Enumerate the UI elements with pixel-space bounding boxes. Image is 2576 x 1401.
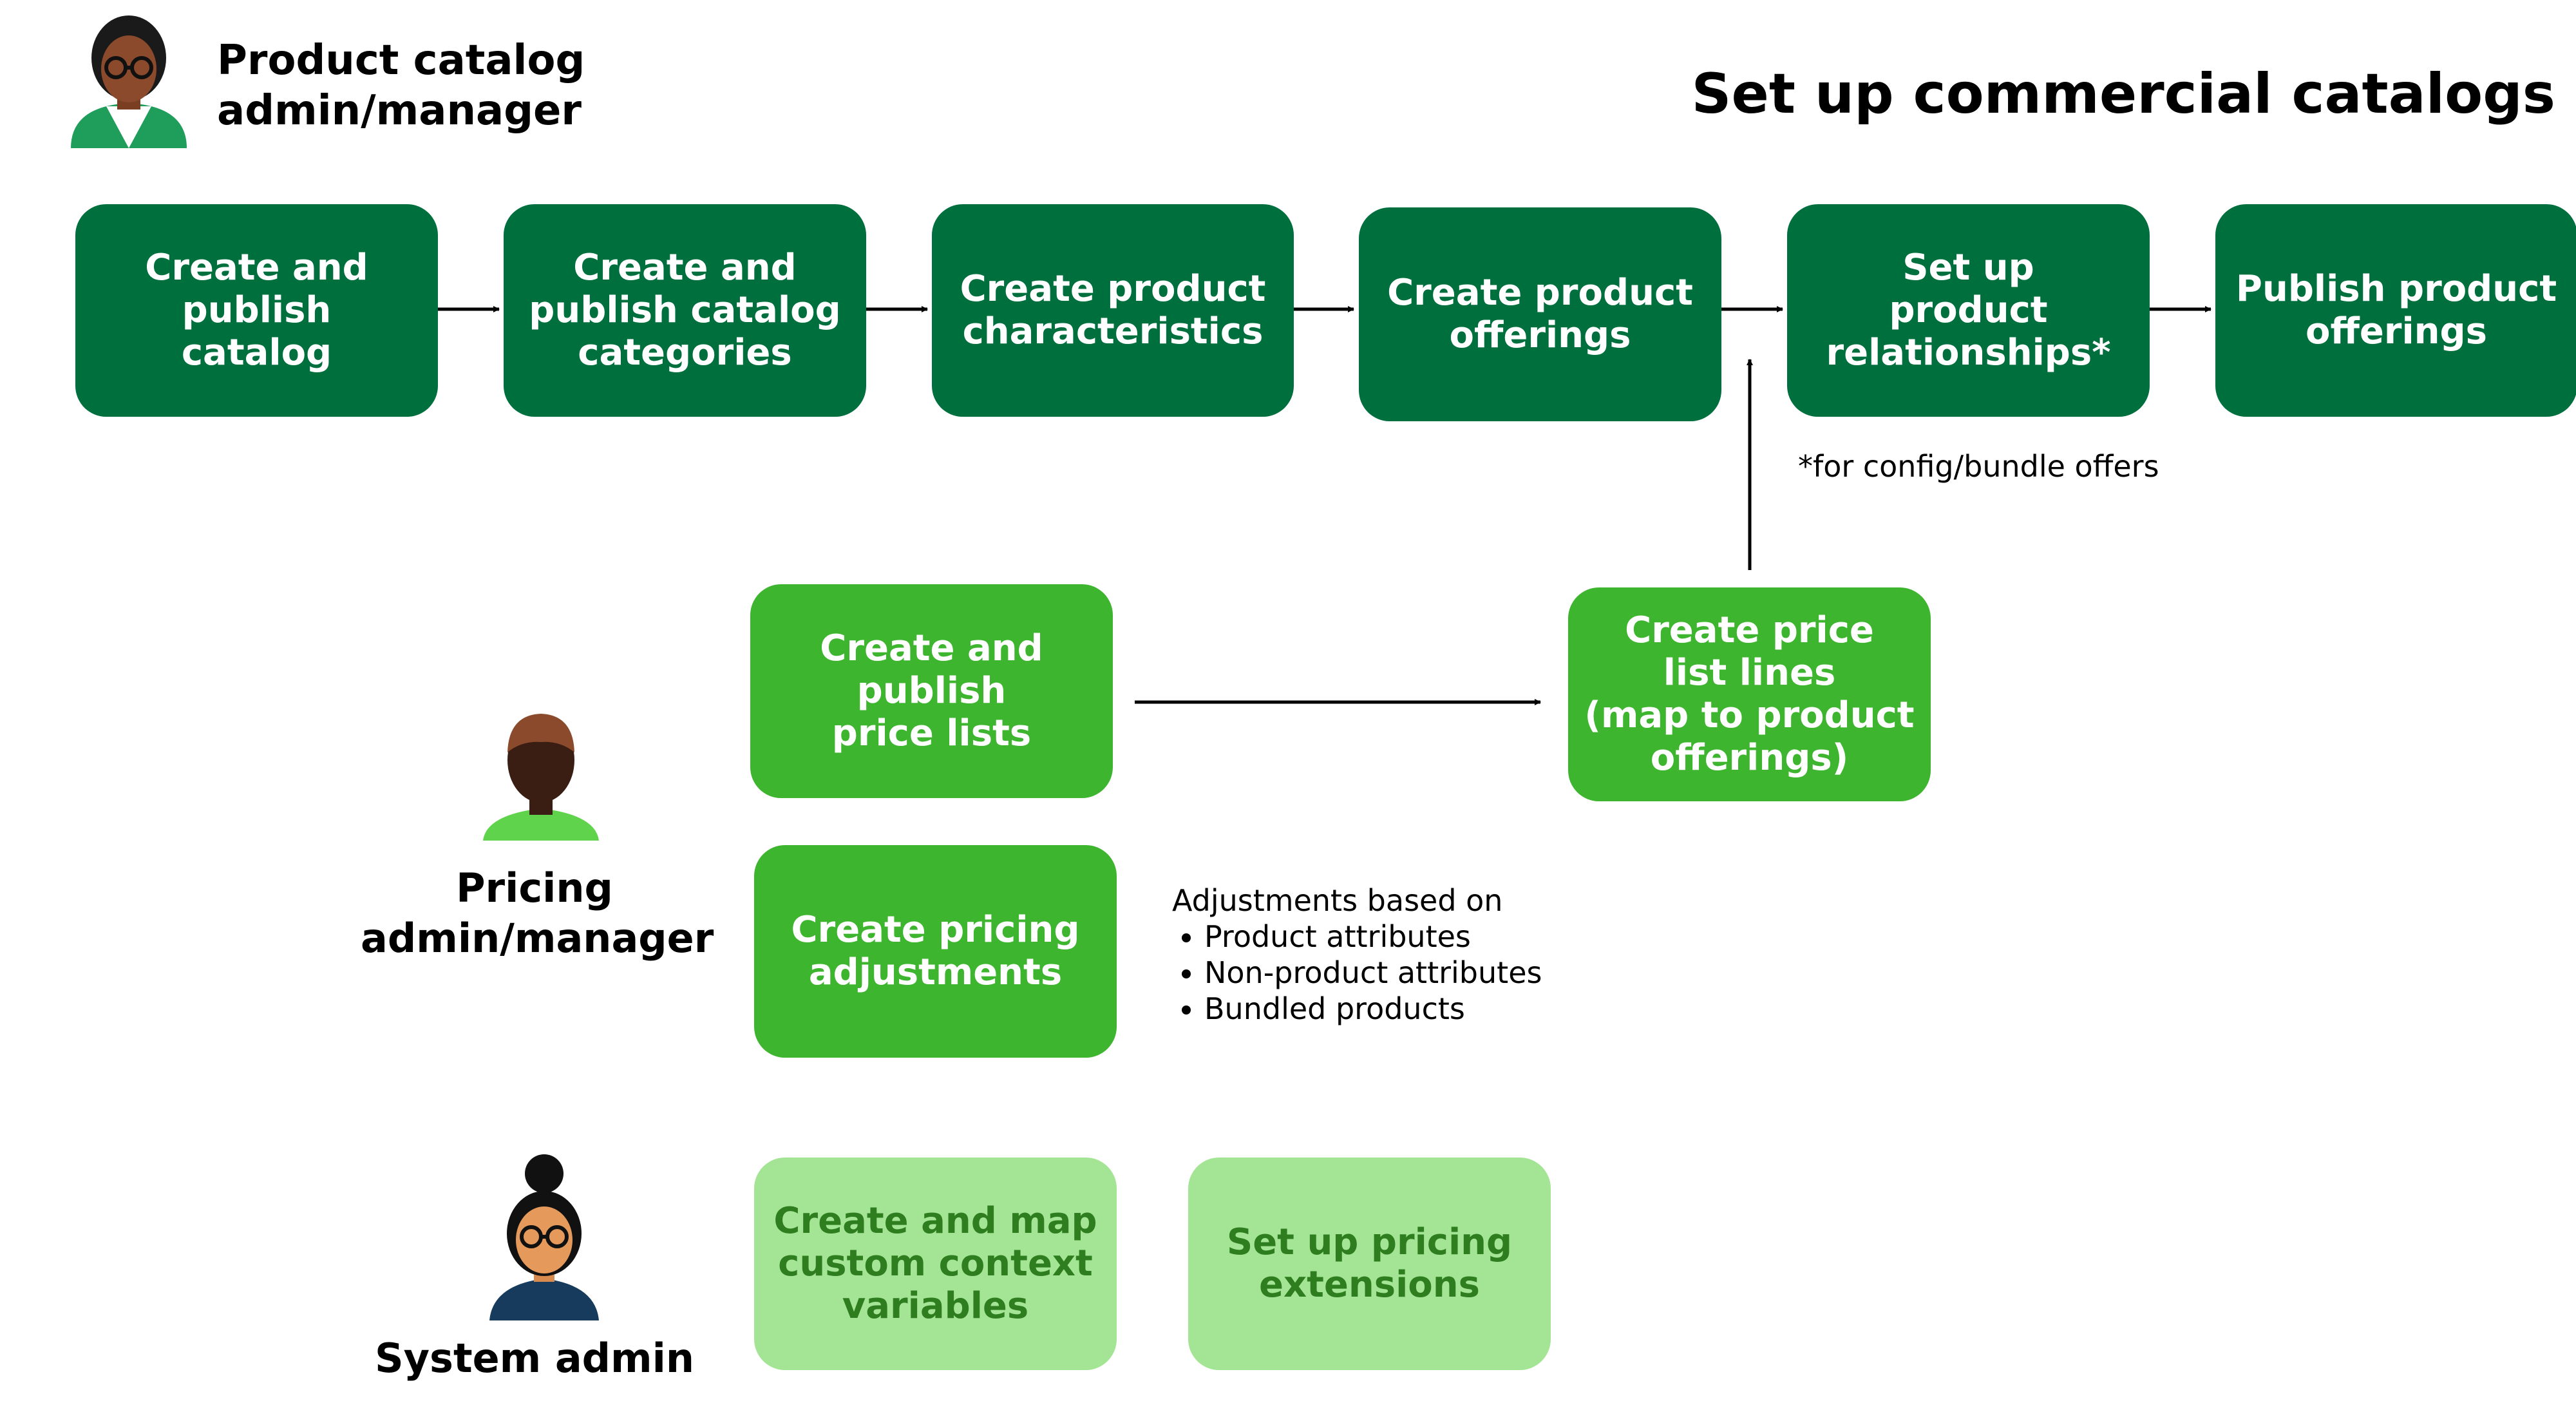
step-setup-product-relationships[interactable]: Set up product relationships* <box>1787 204 2150 417</box>
catalog-manager-avatar-icon <box>71 15 187 148</box>
page-title: Set up commercial catalogs <box>1691 62 2555 126</box>
pricing-manager-role-line1: Pricing <box>456 864 613 911</box>
catalog-manager-role-line1: Product catalog <box>217 37 585 84</box>
step-create-publish-catalog[interactable]: Create and publish catalog <box>75 204 438 417</box>
pricing-manager-avatar-icon <box>483 714 599 841</box>
pricing-manager-role: Pricing admin/manager <box>361 863 714 964</box>
step-create-publish-categories[interactable]: Create and publish catalog categories <box>504 204 866 417</box>
step-create-publish-price-lists[interactable]: Create and publish price lists <box>750 584 1113 798</box>
system-admin-role: System admin <box>374 1335 695 1382</box>
step-publish-product-offerings[interactable]: Publish product offerings <box>2215 204 2576 417</box>
step-create-product-characteristics[interactable]: Create product characteristics <box>932 204 1294 417</box>
adjustments-note: Adjustments based on Product attributes … <box>1172 882 1542 1027</box>
step-create-map-context-variables[interactable]: Create and map custom context variables <box>754 1158 1117 1370</box>
adjustments-note-item: Product attributes <box>1204 919 1542 955</box>
system-admin-avatar-icon <box>489 1154 599 1320</box>
pricing-manager-role-line2: admin/manager <box>361 915 714 962</box>
relationships-footnote: *for config/bundle offers <box>1798 449 2159 484</box>
step-create-price-list-lines[interactable]: Create price list lines (map to product … <box>1568 587 1931 801</box>
adjustments-note-list: Product attributes Non-product attribute… <box>1172 919 1542 1027</box>
step-create-pricing-adjustments[interactable]: Create pricing adjustments <box>754 845 1117 1058</box>
adjustments-note-item: Non-product attributes <box>1204 955 1542 991</box>
step-create-product-offerings[interactable]: Create product offerings <box>1359 207 1721 421</box>
catalog-manager-role-line2: admin/manager <box>217 87 582 135</box>
step-setup-pricing-extensions[interactable]: Set up pricing extensions <box>1188 1158 1551 1370</box>
adjustments-note-item: Bundled products <box>1204 991 1542 1027</box>
catalog-manager-role: Product catalog admin/manager <box>217 35 585 136</box>
adjustments-note-heading: Adjustments based on <box>1172 883 1503 918</box>
